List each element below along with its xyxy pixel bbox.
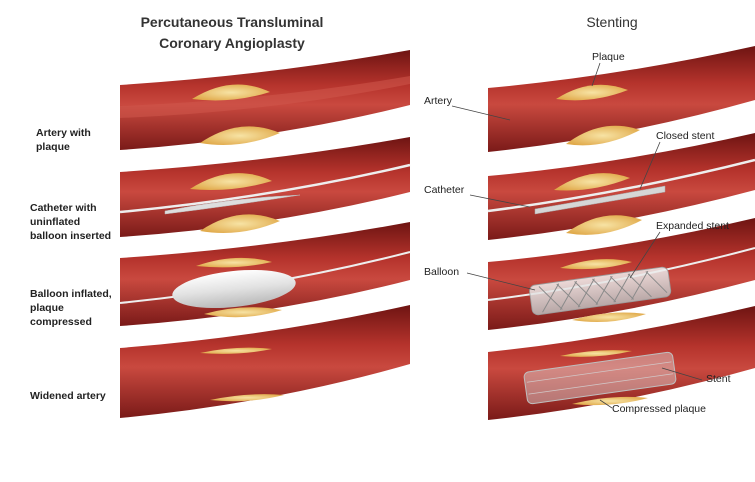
- label-compressed-plaque: Compressed plaque: [612, 403, 706, 415]
- label-closed-stent: Closed stent: [656, 130, 714, 142]
- label-artery: Artery: [424, 95, 453, 107]
- right-title: Stenting: [586, 14, 637, 30]
- label-stent: Stent: [706, 373, 731, 385]
- step-label-1: Artery with plaque: [36, 127, 94, 153]
- step-label-3: Balloon inflated, plaque compressed: [30, 288, 115, 328]
- artery-with-catheter: [120, 137, 410, 237]
- artery-balloon-inflated: [120, 222, 410, 326]
- step-label-2: Catheter with uninflated balloon inserte…: [30, 202, 111, 242]
- step-label-4: Widened artery: [30, 390, 106, 402]
- left-title-line2: Coronary Angioplasty: [159, 35, 305, 51]
- label-plaque: Plaque: [592, 51, 625, 63]
- right-panel: Stenting: [424, 14, 755, 420]
- label-balloon: Balloon: [424, 266, 459, 278]
- left-panel: Percutaneous Transluminal Coronary Angio…: [30, 14, 410, 418]
- label-catheter: Catheter: [424, 184, 465, 196]
- artery-with-plaque: [120, 50, 410, 150]
- left-title-line1: Percutaneous Transluminal: [141, 14, 324, 30]
- label-expanded-stent: Expanded stent: [656, 220, 729, 232]
